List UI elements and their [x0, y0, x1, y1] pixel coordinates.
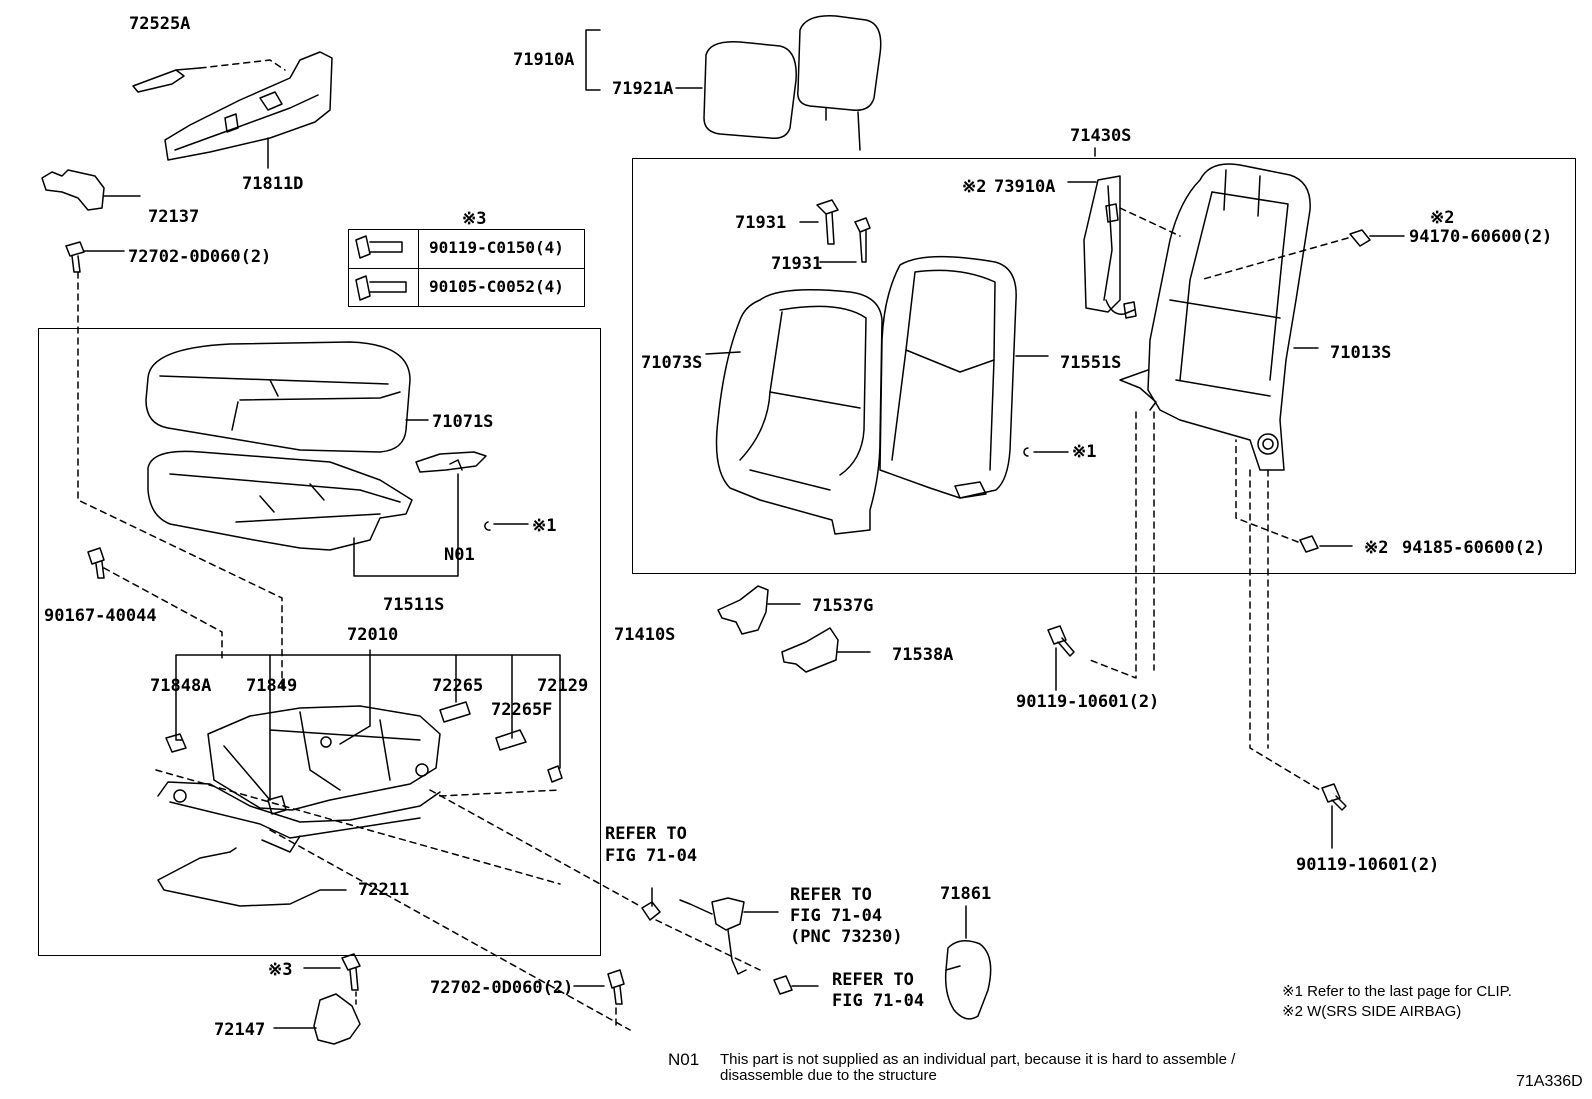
- part-label[interactable]: 72702-0D060(2): [128, 247, 272, 267]
- refer-label[interactable]: FIG 71-04: [605, 846, 698, 866]
- seat-back-frame-icon: [1119, 163, 1319, 471]
- part-label[interactable]: 72211: [358, 880, 410, 900]
- note-mark: ※3: [268, 960, 293, 980]
- note-mark: ※2: [1364, 538, 1389, 558]
- part-label[interactable]: 72129: [537, 676, 589, 696]
- part-label[interactable]: 71921A: [612, 79, 674, 99]
- seat-back-pad-icon: [879, 255, 1049, 499]
- part-label[interactable]: 90167-40044: [44, 606, 157, 626]
- part-label[interactable]: N01: [444, 545, 475, 565]
- part-label[interactable]: 94185-60600(2): [1402, 538, 1546, 558]
- part-label[interactable]: 71551S: [1060, 353, 1122, 373]
- clip-icon: [799, 199, 871, 263]
- part-label[interactable]: 72147: [214, 1020, 266, 1040]
- airbag-module-icon: [1067, 175, 1137, 319]
- seat-belt-buckle-icon: [641, 887, 779, 975]
- part-label[interactable]: 73910A: [994, 177, 1056, 197]
- part-label[interactable]: 71861: [940, 884, 992, 904]
- part-label[interactable]: 71848A: [150, 676, 212, 696]
- wire-harness-icon: [157, 847, 347, 907]
- part-label[interactable]: 71430S: [1070, 126, 1132, 146]
- part-label[interactable]: 72265: [432, 676, 484, 696]
- part-label[interactable]: 71410S: [614, 625, 676, 645]
- seat-frame-icon: [157, 649, 441, 853]
- n01-note-line1: This part is not supplied as an individu…: [720, 1051, 1236, 1068]
- n01-tag: N01: [668, 1050, 700, 1069]
- refer-label[interactable]: FIG 71-04: [790, 906, 883, 926]
- note-mark: ※1: [1072, 442, 1097, 462]
- part-label[interactable]: 72010: [347, 625, 399, 645]
- bolt-table-row: 90119-C0150(4): [349, 230, 584, 268]
- refer-label[interactable]: (PNC 73230): [790, 927, 903, 947]
- footnote-1: ※1 Refer to the last page for CLIP.: [1282, 983, 1512, 1000]
- part-label[interactable]: 71537G: [812, 596, 874, 616]
- refer-label[interactable]: REFER TO: [832, 970, 914, 990]
- part-label[interactable]: 94170-60600(2): [1409, 227, 1553, 247]
- part-label[interactable]: 72702-0D060(2): [430, 978, 574, 998]
- bolt-icon: [65, 241, 125, 273]
- refer-label[interactable]: REFER TO: [605, 824, 687, 844]
- n01-part-icon: [415, 451, 487, 473]
- part-label[interactable]: 72265F: [491, 700, 553, 720]
- nut-icon: [773, 975, 819, 995]
- refer-label[interactable]: FIG 71-04: [832, 991, 925, 1011]
- trim-cover-icon: [717, 585, 871, 673]
- seat-back-cover-icon: [705, 289, 883, 535]
- n01-note-line2: disassemble due to the structure: [720, 1067, 937, 1084]
- part-label[interactable]: 71073S: [641, 353, 703, 373]
- bolt-table-row: 90105-C0052(4): [349, 268, 584, 306]
- clip-icon: [165, 701, 563, 815]
- part-label[interactable]: 71910A: [513, 50, 575, 70]
- cushion-pad-icon: [145, 341, 429, 453]
- cushion-frame-pad-icon: [147, 450, 459, 577]
- side-cover-icon: [132, 51, 333, 169]
- footnote-2: ※2 W(SRS SIDE AIRBAG): [1282, 1003, 1462, 1020]
- seat-cushion-assembly-frame: [38, 328, 601, 956]
- part-label[interactable]: 90119-10601(2): [1296, 855, 1440, 875]
- part-label[interactable]: 71931: [771, 254, 823, 274]
- note-mark: ※2: [962, 177, 987, 197]
- headrest-icon: [585, 15, 882, 151]
- note-mark: ※1: [532, 516, 557, 536]
- cover-icon: [944, 905, 992, 1020]
- part-label[interactable]: 71511S: [383, 595, 445, 615]
- part-label[interactable]: 90119-10601(2): [1016, 692, 1160, 712]
- nut-icon: [1349, 229, 1405, 247]
- note-mark: ※2: [1430, 208, 1455, 228]
- bolt-table: 90119-C0150(4) 90105-C0052(4): [348, 229, 585, 307]
- bracket-icon: [41, 169, 141, 211]
- part-label[interactable]: 71071S: [432, 412, 494, 432]
- bracket-icon: [273, 993, 361, 1045]
- bolt-icon: [355, 235, 407, 301]
- nut-icon: [1299, 535, 1353, 553]
- part-number: 90105-C0052(4): [429, 277, 564, 296]
- bolt-icon: [349, 269, 419, 306]
- part-label[interactable]: 71013S: [1330, 343, 1392, 363]
- figure-code: 71A336D: [1516, 1073, 1583, 1090]
- part-label[interactable]: 72525A: [129, 14, 191, 34]
- part-label[interactable]: 72137: [148, 207, 200, 227]
- part-label[interactable]: 71849: [246, 676, 298, 696]
- part-label[interactable]: 71811D: [242, 174, 304, 194]
- part-label[interactable]: 71538A: [892, 645, 954, 665]
- bolt-icon: [349, 230, 419, 268]
- bolt-icon: [303, 953, 625, 1005]
- bolt-icon: [1047, 625, 1347, 849]
- bolt-icon: [87, 547, 105, 579]
- refer-label[interactable]: REFER TO: [790, 885, 872, 905]
- part-number: 90119-C0150(4): [429, 238, 564, 257]
- part-label[interactable]: 71931: [735, 213, 787, 233]
- seat-back-assembly-frame: [632, 158, 1576, 574]
- note-mark: ※3: [462, 209, 487, 229]
